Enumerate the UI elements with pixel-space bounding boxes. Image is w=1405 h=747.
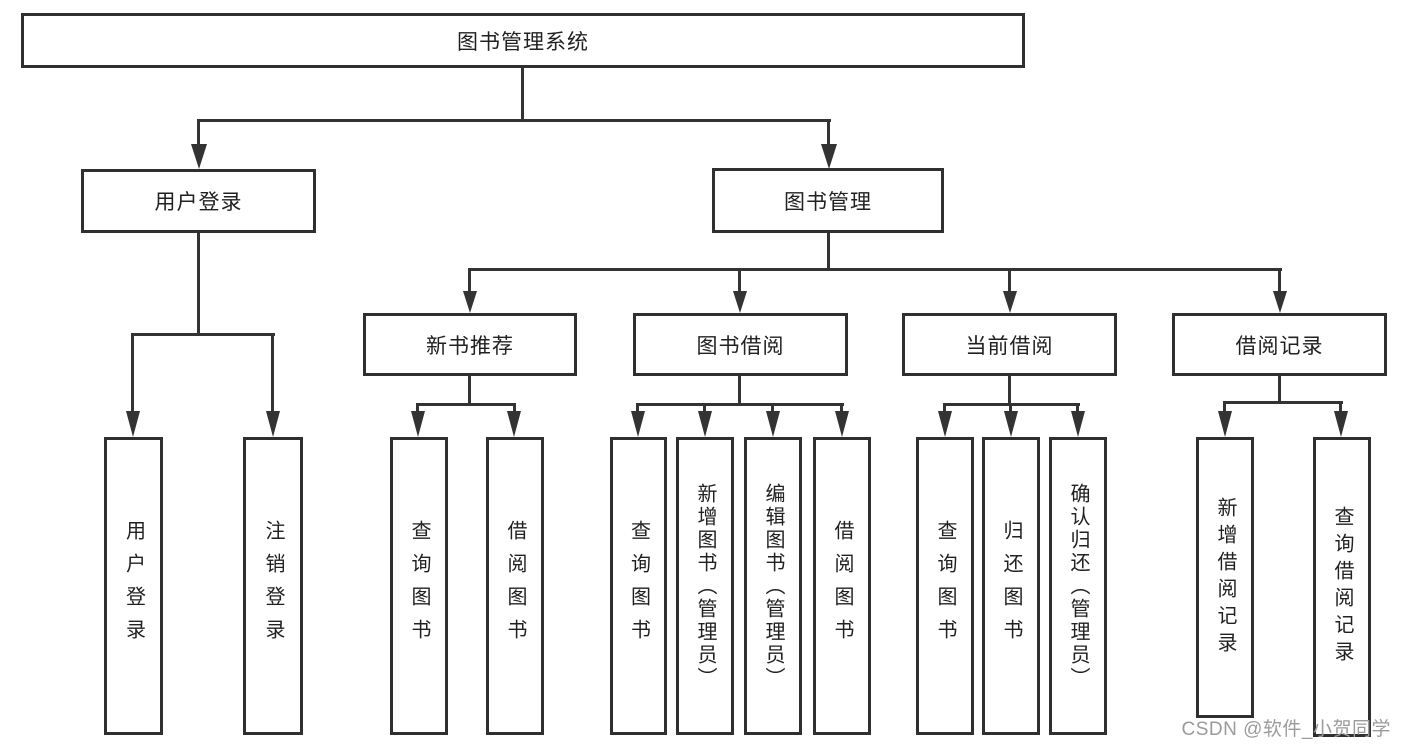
- connector-vline: [416, 403, 419, 413]
- node-user-login: 用户登录: [81, 169, 316, 233]
- connector-vline: [521, 68, 524, 122]
- connector-hline: [468, 268, 1282, 271]
- arrowhead: [411, 411, 425, 437]
- arrowhead: [191, 144, 207, 169]
- node-new-book-recommend-label: 新书推荐: [426, 334, 514, 358]
- connector-vline: [827, 119, 830, 146]
- arrowhead: [1071, 411, 1085, 437]
- node-query-books-recommend: 查询图书: [390, 437, 448, 735]
- watermark: CSDN @软件_小贺同学: [1181, 719, 1391, 740]
- connector-hline: [1223, 401, 1343, 404]
- node-borrow-records: 借阅记录: [1172, 313, 1387, 376]
- arrowhead: [1218, 411, 1232, 437]
- connector-hline: [131, 333, 275, 336]
- connector-vline: [1278, 376, 1281, 404]
- node-add-borrow-record-label: 新增借阅记录: [1214, 496, 1236, 659]
- node-borrow-books-recommend-label: 借阅图书: [504, 520, 526, 652]
- arrowhead: [938, 411, 952, 437]
- arrowhead: [698, 411, 712, 437]
- connector-vline: [197, 232, 200, 336]
- node-confirm-return-admin: 确认归还（管理员）: [1049, 437, 1107, 735]
- connector-vline: [827, 233, 830, 271]
- node-edit-book-admin-label: 编辑图书（管理员）: [762, 482, 784, 690]
- arrowhead: [1003, 291, 1017, 313]
- node-root: 图书管理系统: [21, 13, 1025, 68]
- node-user-login-leaf-label: 用户登录: [122, 520, 145, 652]
- arrowhead: [733, 291, 747, 313]
- node-logout: 注销登录: [243, 437, 303, 735]
- node-add-book-admin: 新增图书（管理员）: [676, 437, 734, 735]
- arrowhead: [126, 411, 140, 437]
- node-book-borrow: 图书借阅: [633, 313, 848, 376]
- node-borrow-records-label: 借阅记录: [1235, 334, 1324, 358]
- connector-vline: [738, 268, 741, 294]
- arrowhead: [1334, 411, 1348, 437]
- connector-vline: [1278, 268, 1281, 294]
- connector-vline: [131, 333, 134, 413]
- node-add-book-admin-label: 新增图书（管理员）: [694, 482, 716, 690]
- node-query-books-borrow-label: 查询图书: [627, 520, 650, 652]
- connector-hline: [197, 119, 831, 122]
- connector-vline: [468, 268, 471, 294]
- arrowhead: [835, 411, 849, 437]
- connector-vline: [271, 333, 274, 413]
- node-query-books-borrow: 查询图书: [610, 437, 667, 735]
- node-book-management-label: 图书管理: [784, 190, 872, 214]
- connector-hline: [636, 403, 844, 406]
- node-query-books-recommend-label: 查询图书: [408, 520, 430, 652]
- arrowhead: [1273, 291, 1287, 313]
- connector-vline: [1008, 268, 1011, 294]
- node-user-login-label: 用户登录: [154, 191, 243, 214]
- connector-vline: [1223, 401, 1226, 413]
- connector-vline: [703, 403, 706, 413]
- connector-vline: [1008, 376, 1011, 406]
- node-query-borrow-record-label: 查询借阅记录: [1331, 506, 1353, 668]
- node-user-login-leaf: 用户登录: [104, 437, 163, 735]
- node-borrow-books-leaf: 借阅图书: [813, 437, 871, 735]
- node-borrow-books-leaf-label: 借阅图书: [831, 520, 853, 652]
- connector-vline: [468, 376, 471, 406]
- arrowhead: [1004, 411, 1018, 437]
- node-query-books-current-label: 查询图书: [934, 520, 956, 652]
- node-root-label: 图书管理系统: [457, 30, 589, 54]
- node-confirm-return-admin-label: 确认归还（管理员）: [1067, 482, 1089, 690]
- arrowhead: [631, 411, 645, 437]
- connector-vline: [943, 403, 946, 413]
- node-current-borrow-label: 当前借阅: [965, 334, 1054, 358]
- connector-vline: [771, 403, 774, 413]
- arrowhead: [507, 411, 521, 437]
- node-query-books-current: 查询图书: [916, 437, 974, 735]
- connector-vline: [1339, 401, 1342, 413]
- node-borrow-books-recommend: 借阅图书: [486, 437, 544, 735]
- node-current-borrow: 当前借阅: [902, 313, 1117, 376]
- node-logout-label: 注销登录: [262, 520, 284, 652]
- node-edit-book-admin: 编辑图书（管理员）: [744, 437, 802, 735]
- connector-vline: [636, 403, 639, 413]
- connector-vline: [840, 403, 843, 413]
- node-book-management: 图书管理: [712, 168, 944, 233]
- node-return-book: 归还图书: [982, 437, 1040, 735]
- node-book-borrow-label: 图书借阅: [696, 334, 785, 358]
- node-query-borrow-record: 查询借阅记录: [1313, 437, 1371, 737]
- arrowhead: [266, 411, 280, 437]
- arrowhead: [821, 144, 837, 169]
- connector-vline: [738, 376, 741, 406]
- connector-vline: [1009, 403, 1012, 413]
- arrowhead: [766, 411, 780, 437]
- arrowhead: [463, 291, 477, 313]
- node-add-borrow-record: 新增借阅记录: [1196, 437, 1254, 718]
- node-return-book-label: 归还图书: [1000, 520, 1022, 652]
- connector-vline: [513, 403, 516, 413]
- connector-hline: [416, 403, 516, 406]
- connector-vline: [197, 119, 200, 146]
- connector-vline: [1076, 403, 1079, 413]
- node-new-book-recommend: 新书推荐: [363, 313, 577, 376]
